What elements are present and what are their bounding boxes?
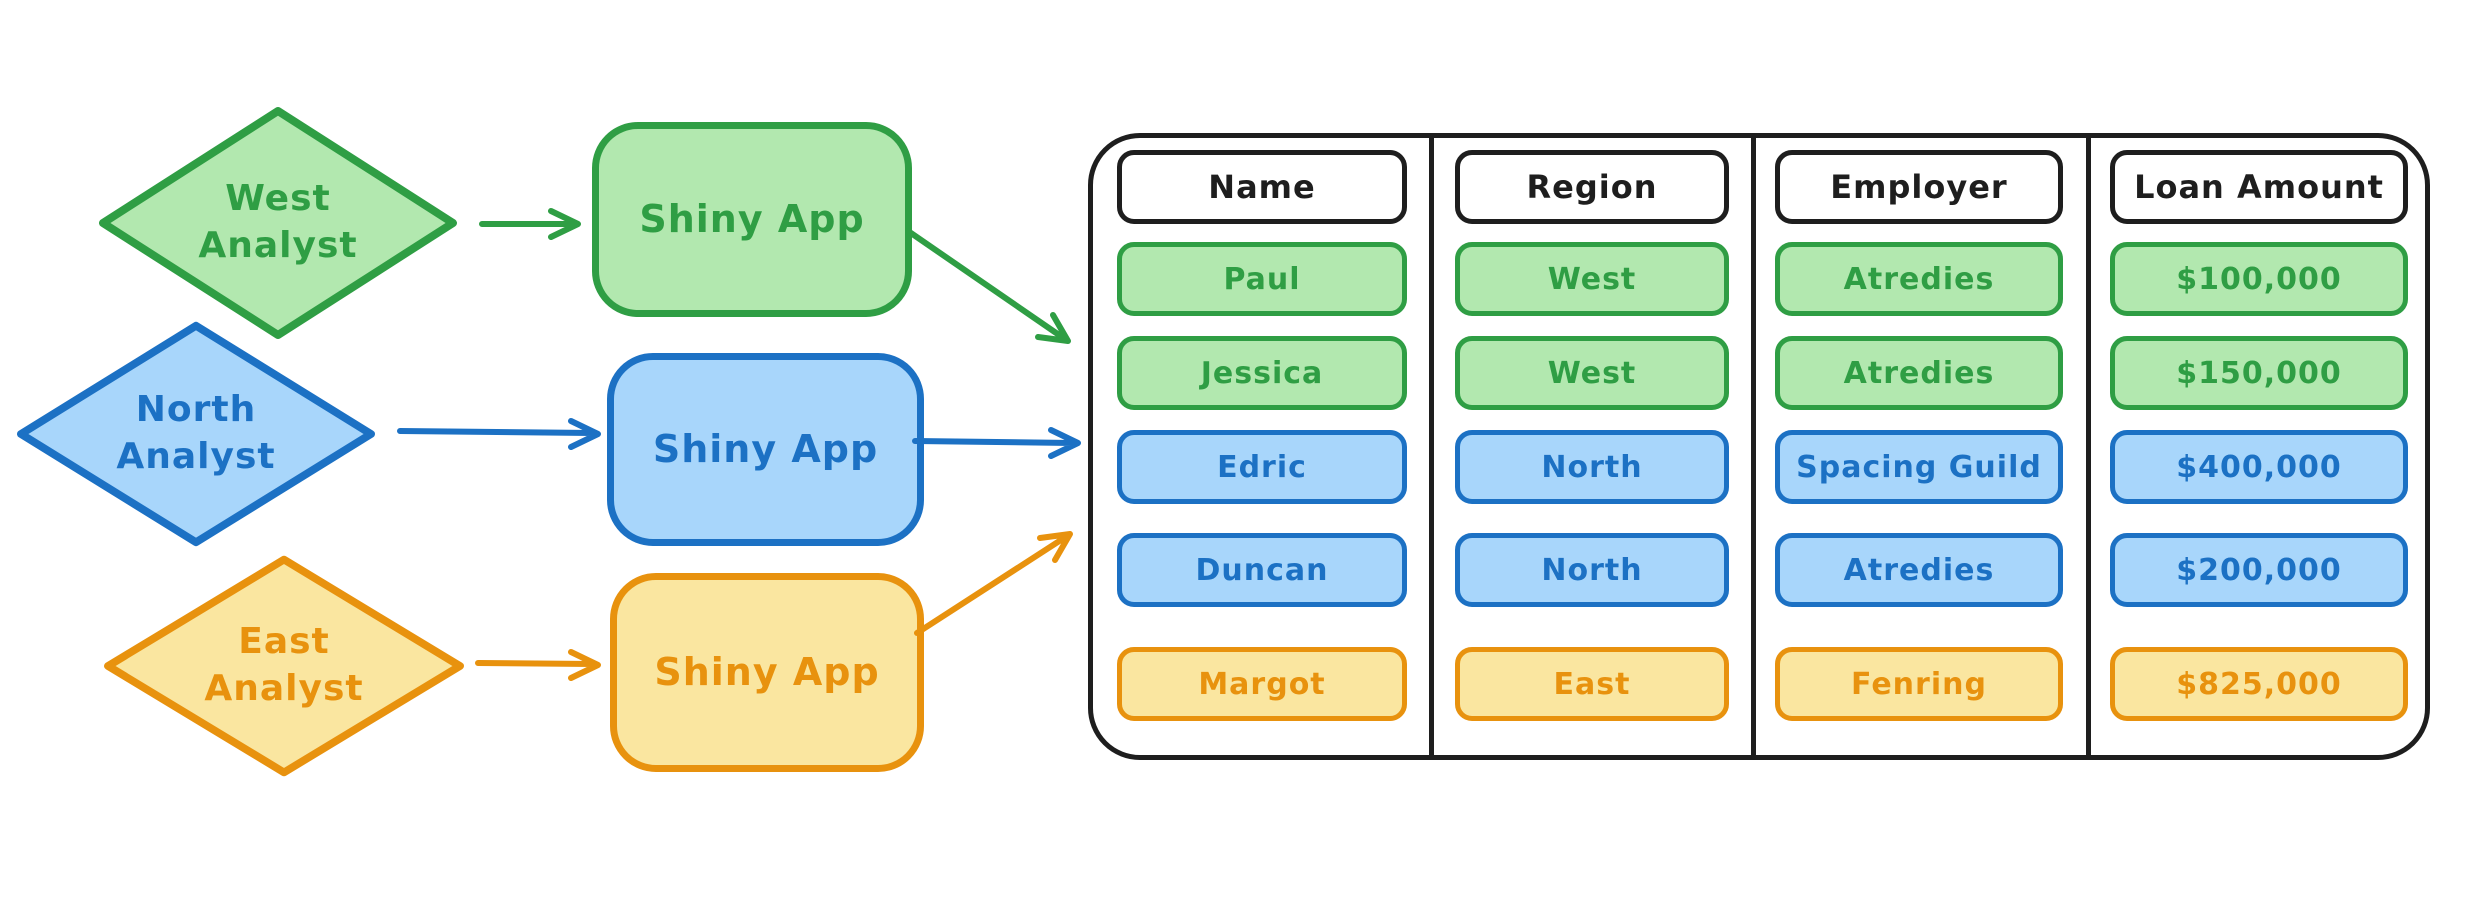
arrow-west-analyst-to-app bbox=[479, 208, 581, 240]
diamond-shape bbox=[17, 321, 375, 547]
column-header-name: Name bbox=[1117, 150, 1407, 224]
cell-loan-amount: $825,000 bbox=[2110, 647, 2408, 721]
cell-region: West bbox=[1455, 336, 1729, 410]
cell-name: Edric bbox=[1117, 430, 1407, 504]
arrow-east-app-to-table bbox=[914, 531, 1073, 636]
analyst-label-north: North Analyst bbox=[116, 389, 276, 477]
diamond-outline bbox=[104, 555, 464, 777]
loan-table: Name Region Employer Loan Amount Paul We… bbox=[1088, 133, 2430, 760]
cell-region: East bbox=[1455, 647, 1729, 721]
arrow-west-app-to-table bbox=[905, 228, 1071, 344]
cell-region: North bbox=[1455, 430, 1729, 504]
column-divider bbox=[2086, 133, 2091, 760]
cell-loan-amount: $150,000 bbox=[2110, 336, 2408, 410]
app-node-east: Shiny App bbox=[610, 573, 924, 772]
column-divider bbox=[1751, 133, 1756, 760]
arrow-north-analyst-to-app bbox=[397, 418, 601, 450]
column-divider bbox=[1429, 133, 1434, 760]
app-label-west: Shiny App bbox=[639, 196, 865, 241]
cell-employer: Spacing Guild bbox=[1775, 430, 2063, 504]
cell-name: Paul bbox=[1117, 242, 1407, 316]
app-label-north: Shiny App bbox=[652, 426, 879, 471]
analyst-node-west: West Analyst bbox=[95, 103, 461, 343]
cell-loan-amount: $400,000 bbox=[2110, 430, 2408, 504]
column-header-employer: Employer bbox=[1775, 150, 2063, 224]
analyst-node-east: East Analyst bbox=[100, 552, 468, 780]
analyst-node-north: North Analyst bbox=[13, 318, 379, 550]
cell-employer: Fenring bbox=[1775, 647, 2063, 721]
app-node-north: Shiny App bbox=[607, 353, 924, 546]
cell-loan-amount: $200,000 bbox=[2110, 533, 2408, 607]
arrow-east-analyst-to-app bbox=[475, 649, 601, 681]
cell-employer: Atredies bbox=[1775, 242, 2063, 316]
cell-loan-amount: $100,000 bbox=[2110, 242, 2408, 316]
column-header-loan-amount: Loan Amount bbox=[2110, 150, 2408, 224]
app-label-east: Shiny App bbox=[654, 649, 880, 694]
cell-name: Margot bbox=[1117, 647, 1407, 721]
analyst-label-west: West Analyst bbox=[198, 178, 358, 266]
cell-name: Duncan bbox=[1117, 533, 1407, 607]
column-header-region: Region bbox=[1455, 150, 1729, 224]
cell-employer: Atredies bbox=[1775, 533, 2063, 607]
cell-employer: Atredies bbox=[1775, 336, 2063, 410]
diamond-shape bbox=[104, 555, 464, 777]
cell-region: West bbox=[1455, 242, 1729, 316]
cell-region: North bbox=[1455, 533, 1729, 607]
app-node-west: Shiny App bbox=[592, 122, 912, 317]
analyst-label-east: East Analyst bbox=[204, 621, 364, 709]
diamond-shape bbox=[99, 107, 457, 339]
diamond-outline bbox=[99, 107, 457, 339]
cell-name: Jessica bbox=[1117, 336, 1407, 410]
diamond-outline bbox=[17, 321, 375, 547]
arrow-north-app-to-table bbox=[912, 427, 1081, 459]
